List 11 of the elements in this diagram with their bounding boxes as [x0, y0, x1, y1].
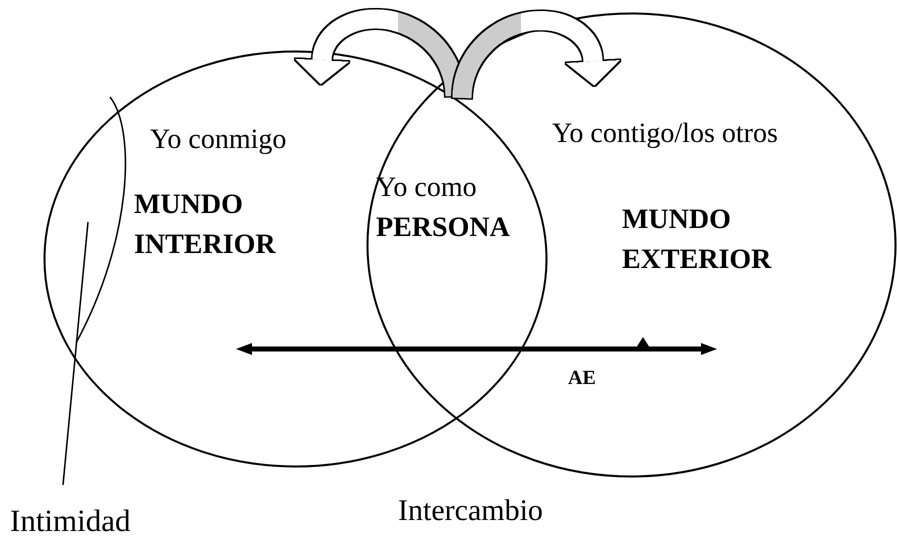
callout-text: Intimidad [10, 503, 160, 543]
region-subtitle: Yo contigo/los otros [552, 118, 778, 150]
world-circle [43, 50, 548, 468]
world-circle [366, 12, 897, 478]
scale-label: AE [568, 366, 596, 390]
region-title: MUNDO INTERIOR [134, 188, 277, 262]
leader-line [62, 222, 89, 486]
overlap-label: Yo como PERSONA [376, 171, 511, 245]
region-subtitle: Yo conmigo [150, 124, 286, 156]
region-title: MUNDO EXTERIOR [622, 203, 773, 277]
caption-text: Intercambio [398, 494, 543, 528]
